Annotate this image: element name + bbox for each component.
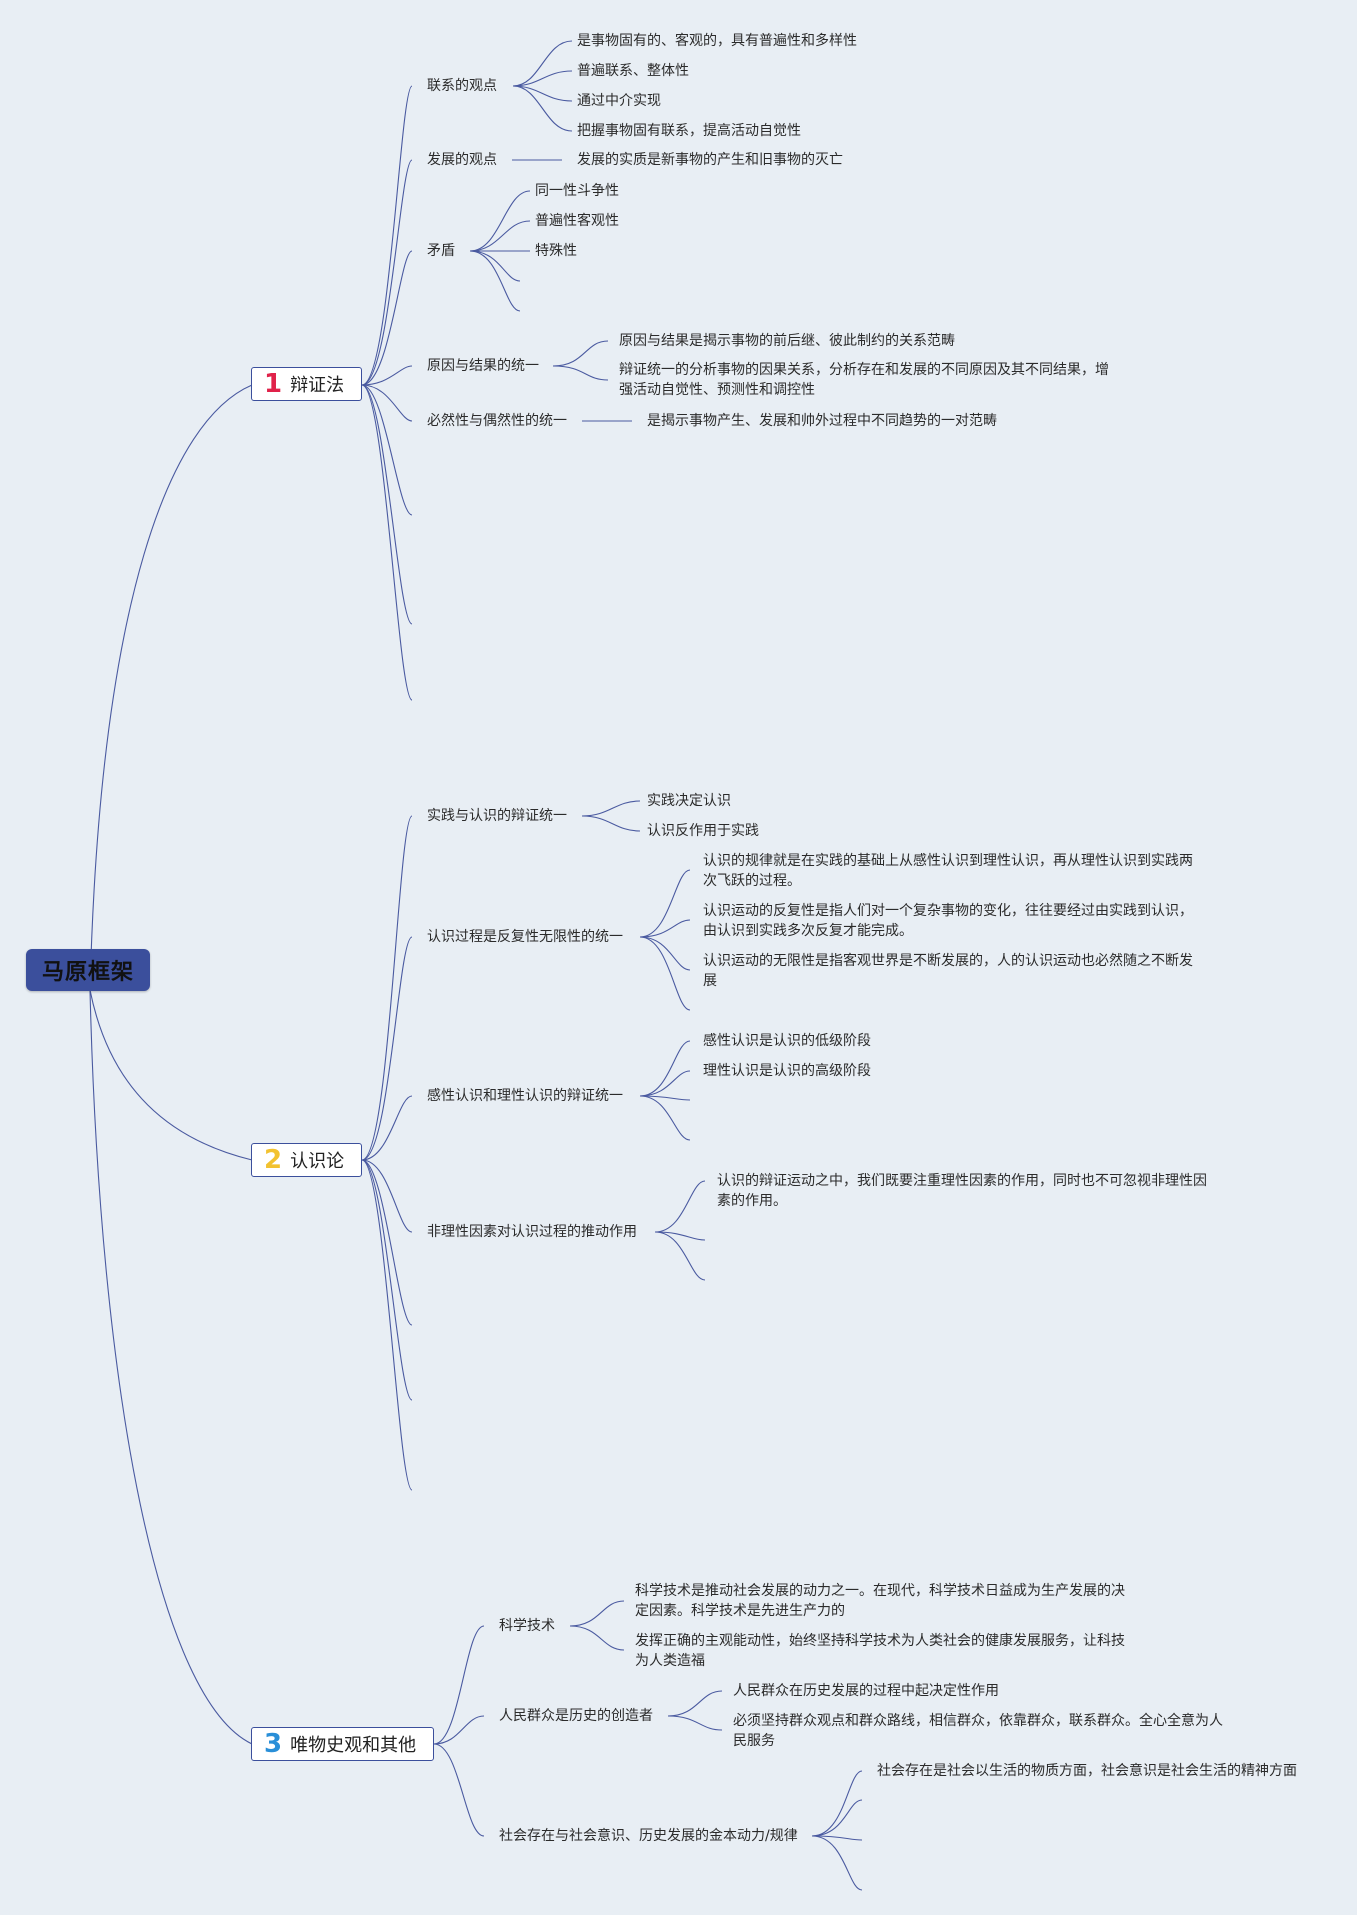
topic-node[interactable]: 社会存在与社会意识、历史发展的金本动力/规律 (499, 1828, 798, 1844)
topic-node[interactable]: 必然性与偶然性的统一 (427, 413, 567, 429)
topic-node[interactable]: 原因与结果的统一 (427, 358, 539, 374)
branch-number-1: 1 (264, 369, 283, 399)
leaf-node[interactable]: 感性认识是认识的低级阶段 (703, 1033, 871, 1049)
leaf-node[interactable]: 普遍联系、整体性 (577, 63, 689, 79)
leaf-node[interactable]: 必须坚持群众观点和群众路线，相信群众，依靠群众，联系群众。全心全意为人民服务 (733, 1713, 1223, 1749)
leaf-node[interactable]: 普遍性客观性 (535, 213, 619, 229)
branch-node-historical-materialism[interactable]: 3 唯物史观和其他 (251, 1727, 434, 1761)
leaf-node[interactable]: 原因与结果是揭示事物的前后继、彼此制约的关系范畴 (619, 333, 955, 349)
leaf-node[interactable]: 把握事物固有联系，提高活动自觉性 (577, 123, 801, 139)
branch-label: 认识论 (290, 1151, 345, 1172)
topic-node[interactable]: 人民群众是历史的创造者 (499, 1708, 653, 1724)
leaf-node[interactable]: 是事物固有的、客观的，具有普遍性和多样性 (577, 33, 857, 49)
leaf-node[interactable]: 同一性斗争性 (535, 183, 619, 199)
leaf-node[interactable]: 认识运动的无限性是指客观世界是不断发展的，人的认识运动也必然随之不断发展 (703, 953, 1193, 989)
topic-node[interactable]: 联系的观点 (427, 78, 497, 94)
topic-node[interactable]: 科学技术 (499, 1618, 555, 1634)
leaf-node[interactable]: 人民群众在历史发展的过程中起决定性作用 (733, 1683, 999, 1699)
topic-node[interactable]: 认识过程是反复性无限性的统一 (427, 929, 623, 945)
leaf-node[interactable]: 通过中介实现 (577, 93, 661, 109)
leaf-node[interactable]: 是揭示事物产生、发展和帅外过程中不同趋势的一对范畴 (647, 413, 997, 429)
leaf-node[interactable]: 认识反作用于实践 (647, 823, 759, 839)
topic-node[interactable]: 实践与认识的辩证统一 (427, 808, 567, 824)
branch-label: 唯物史观和其他 (290, 1735, 417, 1756)
leaf-node[interactable]: 实践决定认识 (647, 793, 731, 809)
root-node[interactable]: 马原框架 (26, 949, 150, 991)
branch-node-epistemology[interactable]: 2 认识论 (251, 1143, 362, 1177)
branch-number-2: 2 (264, 1145, 283, 1175)
leaf-node[interactable]: 社会存在是社会以生活的物质方面，社会意识是社会生活的精神方面 (877, 1763, 1297, 1779)
topic-node[interactable]: 感性认识和理性认识的辩证统一 (427, 1088, 623, 1104)
leaf-node[interactable]: 发挥正确的主观能动性，始终坚持科学技术为人类社会的健康发展服务，让科技为人类造福 (635, 1633, 1125, 1669)
topic-node[interactable]: 发展的观点 (427, 152, 497, 168)
branch-number-3: 3 (264, 1729, 283, 1759)
leaf-node[interactable]: 特殊性 (535, 243, 577, 259)
leaf-node[interactable]: 科学技术是推动社会发展的动力之一。在现代，科学技术日益成为生产发展的决定因素。科… (635, 1583, 1125, 1619)
leaf-node[interactable]: 认识运动的反复性是指人们对一个复杂事物的变化，往往要经过由实践到认识，由认识到实… (703, 903, 1193, 939)
leaf-node[interactable]: 辩证统一的分析事物的因果关系，分析存在和发展的不同原因及其不同结果，增强活动自觉… (619, 362, 1109, 398)
branch-label: 辩证法 (290, 375, 345, 396)
leaf-node[interactable]: 认识的规律就是在实践的基础上从感性认识到理性认识，再从理性认识到实践两次飞跃的过… (703, 853, 1193, 889)
topic-node[interactable]: 非理性因素对认识过程的推动作用 (427, 1224, 637, 1240)
leaf-node[interactable]: 发展的实质是新事物的产生和旧事物的灭亡 (577, 152, 843, 168)
branch-node-dialectics[interactable]: 1 辩证法 (251, 367, 362, 401)
topic-node[interactable]: 矛盾 (427, 243, 455, 259)
leaf-node[interactable]: 认识的辩证运动之中，我们既要注重理性因素的作用，同时也不可忽视非理性因素的作用。 (717, 1173, 1207, 1209)
leaf-node[interactable]: 理性认识是认识的高级阶段 (703, 1063, 871, 1079)
